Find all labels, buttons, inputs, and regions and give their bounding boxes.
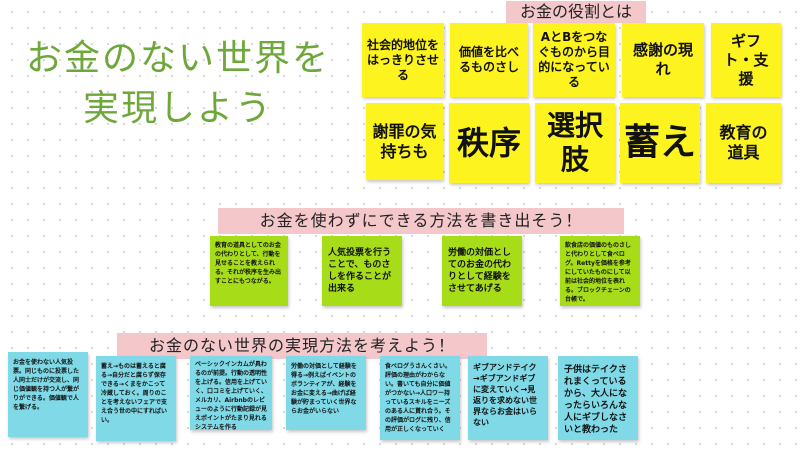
role-banner[interactable]: お金の役割とは <box>506 1 646 23</box>
role-note-gift[interactable]: ギフト・支援 <box>711 23 781 97</box>
realize-note-text: ベーシックインカムが具わるのが前提。行動の透明性を上げる。信用を上げていく、口コ… <box>195 361 268 430</box>
realize-note-children[interactable]: 子供はテイクされまくっているから、大人になったらいろんな人にギブしなさいと教わっ… <box>558 356 638 440</box>
role-note-education-tool[interactable]: 教育の道具 <box>706 103 781 183</box>
board-title-line-1: お金のない世界を <box>25 38 330 79</box>
role-note-text: ギフト・支援 <box>723 31 769 88</box>
without-note-text: 教育の道具としてのお金の代わりとして、行動を見せることを教えられる。それが秩序を… <box>215 242 282 285</box>
role-note-text: 謝罪の気持ちも <box>372 121 437 161</box>
without-note-tabelog[interactable]: 飲食店の価値のものさしと代わりとして食べログ。Rettyを価格を参考にしていたも… <box>560 236 640 306</box>
role-note-text: 教育の道具 <box>719 123 768 162</box>
role-note-gratitude[interactable]: 感謝の現れ <box>622 23 704 97</box>
realize-banner[interactable]: お金のない世界の実現方法を考えよう！ <box>117 333 487 359</box>
role-note-text: 選択肢 <box>546 109 603 176</box>
role-note-text: 秩序 <box>456 124 521 162</box>
role-note-text: 蓄え <box>623 122 696 163</box>
without-note-text: 人気投票を行うことで、ものさしを作ることが出来る <box>328 248 392 294</box>
role-note-choice[interactable]: 選択肢 <box>535 103 615 183</box>
without-note-experience[interactable]: 労働の対価としてのお金の代わりとして経験をさせてあげる <box>442 236 522 306</box>
realize-note-volunteer[interactable]: 労働の対価として経験を得る→例えばイベントのボランティアが、経験をお金に変える→… <box>286 356 366 430</box>
realize-note-text: 食べログうさんくさい。評価の理由がわからない。書いても自分に価値がつかない→人口… <box>385 363 452 433</box>
role-note-apology[interactable]: 謝罪の気持ちも <box>366 103 443 180</box>
realize-note-savings[interactable]: 蓄え→ものは蓄えると腐る→自分だと腐らず保存できる→くまをかこって冷蔵しておく。… <box>96 356 176 441</box>
role-note-text: 社会的地位をはっきりさせる <box>366 37 439 82</box>
realize-note-text: 子供はテイクされまくっているから、大人になったらいろんな人にギブしなさいと教わっ… <box>564 365 628 435</box>
realize-note-text: 蓄え→ものは蓄えると腐る→自分だと腐らず保存できる→くまをかこって冷蔵しておく。… <box>101 363 168 424</box>
role-note-savings[interactable]: 蓄え <box>620 103 700 183</box>
role-note-social-status[interactable]: 社会的地位をはっきりさせる <box>362 23 444 97</box>
without-note-text: 労働の対価としてのお金の代わりとして経験をさせてあげる <box>448 248 512 294</box>
realize-note-text: ギブアンドテイク→ギブアンドギブに変えていく→見返りを求めない世界ならお金はいら… <box>473 363 537 427</box>
without-money-banner[interactable]: お金を使わずにできる方法を書き出そう！ <box>218 208 624 234</box>
role-note-text: 価値を比べるものさし <box>458 45 519 74</box>
without-note-text: 飲食店の価値のものさしと代わりとして食べログ。Rettyを価格を参考にしていたも… <box>565 242 632 303</box>
role-note-text: AとBをつなぐものから目的になっている <box>537 30 610 89</box>
role-note-connect[interactable]: AとBをつなぐものから目的になっている <box>533 23 615 97</box>
role-note-order[interactable]: 秩序 <box>449 103 529 183</box>
realize-note-popularity-vote[interactable]: お金を使わない人気投票。同じものに投票した人同士だけが交流し、同じ価値観を持つ人… <box>8 352 88 437</box>
without-note-education[interactable]: 教育の道具としてのお金の代わりとして、行動を見せることを教えられる。それが秩序を… <box>210 236 288 306</box>
realize-note-basic-income[interactable]: ベーシックインカムが具わるのが前提。行動の透明性を上げる。信用を上げていく、口コ… <box>190 356 272 430</box>
realize-note-text: 労働の対価として経験を得る→例えばイベントのボランティアが、経験をお金に変える→… <box>291 363 357 415</box>
board-title: お金のない世界を 実現しよう <box>8 34 348 134</box>
realize-note-tabelog[interactable]: 食べログうさんくさい。評価の理由がわからない。書いても自分に価値がつかない→人口… <box>380 356 460 440</box>
realize-note-text: お金を使わない人気投票。同じものに投票した人同士だけが交流し、同じ価値観を持つ人… <box>13 359 80 411</box>
role-note-measure[interactable]: 価値を比べるものさし <box>450 23 528 97</box>
board-title-line-2: 実現しよう <box>82 88 273 129</box>
realize-note-give-and-give[interactable]: ギブアンドテイク→ギブアンドギブに変えていく→見返りを求めない世界ならお金はいら… <box>468 356 548 440</box>
role-note-text: 感謝の現れ <box>632 41 693 78</box>
without-note-popularity-vote[interactable]: 人気投票を行うことで、ものさしを作ることが出来る <box>322 236 402 306</box>
